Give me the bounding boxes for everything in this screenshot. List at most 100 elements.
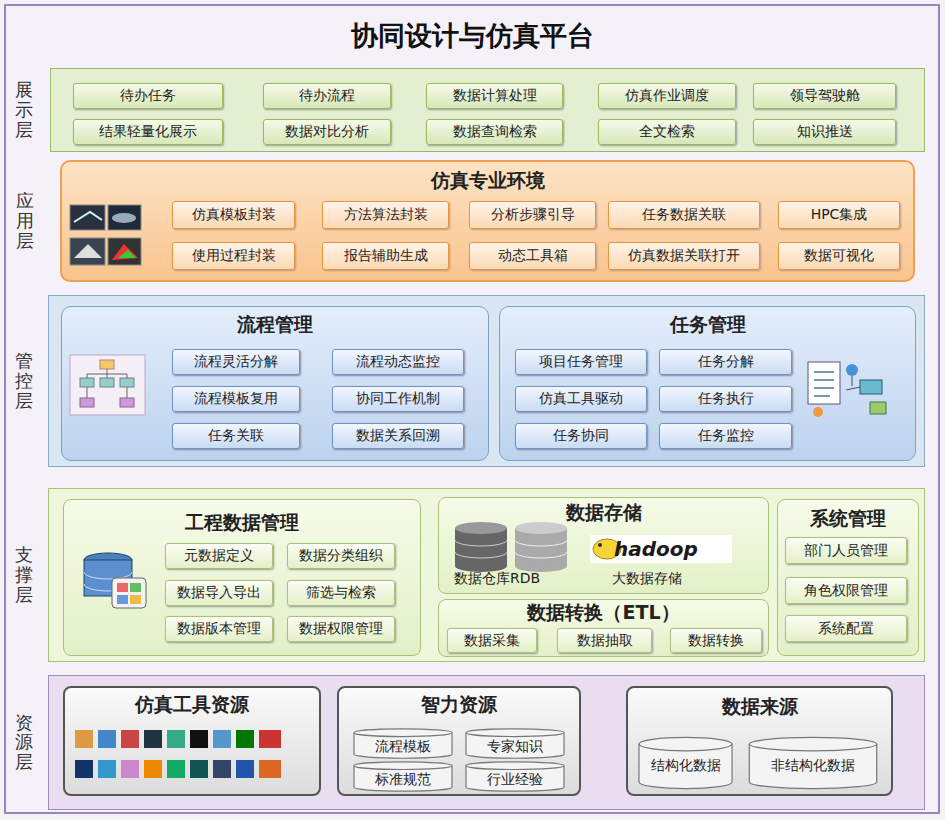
box-text: 数据权限管理 <box>299 620 383 638</box>
dataset-label: 大数据存储 <box>612 570 682 588</box>
function-box: 仿真工具驱动 <box>515 386 647 412</box>
box-text: 任务监控 <box>698 427 754 445</box>
box-text: 流程模板复用 <box>194 390 278 408</box>
function-box: 全文检索 <box>598 119 736 145</box>
function-box: 待办任务 <box>73 83 223 109</box>
function-box: 数据导入导出 <box>165 580 273 606</box>
function-box: 任务分解 <box>659 349 792 375</box>
diagram-title: 协同设计与仿真平台 <box>0 18 945 54</box>
function-box: 数据抽取 <box>557 628 652 653</box>
box-text: 结构化数据 <box>651 757 721 775</box>
function-box: HPC集成 <box>778 201 900 229</box>
box-text: 数据分类组织 <box>299 547 383 565</box>
module-heading: 工程数据管理 <box>64 510 420 536</box>
module-heading: 数据来源 <box>628 694 891 720</box>
function-box: 数据权限管理 <box>287 616 395 642</box>
box-text: 协同工作机制 <box>356 390 440 408</box>
function-box: 数据可视化 <box>778 242 900 270</box>
box-text: 任务关联 <box>208 427 264 445</box>
module-panel: 数据转换（ETL）数据采集 数据抽取 数据转换 <box>438 599 769 657</box>
layer-label: 资源层 <box>15 713 33 772</box>
cylinder-node: 标准规范 <box>353 761 453 792</box>
cylinder-node: 行业经验 <box>465 761 565 792</box>
hadoop-logo <box>590 535 732 563</box>
function-box: 数据关系回溯 <box>332 423 464 449</box>
box-text: 仿真模板封装 <box>192 206 276 224</box>
module-heading: 智力资源 <box>339 692 579 718</box>
box-text: 角色权限管理 <box>804 582 888 600</box>
function-box: 流程灵活分解 <box>172 349 300 375</box>
box-text: 知识推送 <box>797 123 853 141</box>
function-box: 使用过程封装 <box>172 242 295 270</box>
box-text: 筛选与检索 <box>306 584 376 602</box>
function-box: 知识推送 <box>753 119 896 145</box>
box-text: 数据查询检索 <box>453 123 537 141</box>
function-box: 元数据定义 <box>165 543 273 569</box>
module-panel: 系统管理部门人员管理角色权限管理系统配置 <box>777 499 919 656</box>
box-text: 行业经验 <box>487 771 543 789</box>
layer-label: 管控层 <box>15 351 33 410</box>
cylinder-node: 结构化数据 <box>638 736 733 790</box>
box-text: 流程模板 <box>375 738 431 756</box>
function-box: 数据分类组织 <box>287 543 395 569</box>
rdb-cylinders <box>455 522 567 572</box>
box-text: 数据转换 <box>688 632 744 650</box>
box-text: 全文检索 <box>639 123 695 141</box>
box-text: 仿真数据关联打开 <box>628 247 740 265</box>
layer-label: 应用层 <box>16 191 34 250</box>
box-text: 仿真工具驱动 <box>539 390 623 408</box>
box-text: 任务执行 <box>698 390 754 408</box>
function-box: 报告辅助生成 <box>322 242 449 270</box>
box-text: 数据可视化 <box>804 247 874 265</box>
cylinder-node: 非结构化数据 <box>748 736 878 790</box>
task-icon <box>808 362 886 417</box>
box-text: 任务协同 <box>553 427 609 445</box>
module-heading: 仿真专业环境 <box>62 168 913 194</box>
module-heading: 流程管理 <box>62 312 488 338</box>
cylinder-node: 流程模板 <box>353 728 453 759</box>
function-box: 数据计算处理 <box>426 83 563 109</box>
function-box: 筛选与检索 <box>287 580 395 606</box>
function-box: 任务执行 <box>659 386 792 412</box>
box-text: 动态工具箱 <box>498 247 568 265</box>
function-box: 数据转换 <box>670 628 762 653</box>
function-box: 仿真作业调度 <box>598 83 736 109</box>
box-text: 报告辅助生成 <box>344 247 428 265</box>
box-text: 仿真作业调度 <box>625 87 709 105</box>
box-text: 流程灵活分解 <box>194 353 278 371</box>
module-panel: 智力资源流程模板专家知识标准规范行业经验 <box>337 686 581 796</box>
function-box: 数据采集 <box>447 628 537 653</box>
function-box: 角色权限管理 <box>785 577 907 604</box>
function-box: 方法算法封装 <box>322 201 449 229</box>
module-panel: 数据来源结构化数据 非结构化数据 <box>626 686 893 796</box>
function-box: 数据版本管理 <box>165 616 273 642</box>
module-heading: 数据转换（ETL） <box>439 600 768 626</box>
layer-label: 支撑层 <box>15 545 33 604</box>
box-text: 分析步骤引导 <box>491 206 575 224</box>
function-box: 协同工作机制 <box>332 386 464 412</box>
box-text: 方法算法封装 <box>344 206 428 224</box>
function-box: 领导驾驶舱 <box>753 83 896 109</box>
box-text: 流程动态监控 <box>356 353 440 371</box>
box-text: HPC集成 <box>811 206 868 224</box>
box-text: 标准规范 <box>375 771 431 789</box>
box-text: 任务数据关联 <box>642 206 726 224</box>
box-text: 项目任务管理 <box>539 353 623 371</box>
function-box: 数据对比分析 <box>263 119 391 145</box>
box-text: 数据抽取 <box>577 632 633 650</box>
box-text: 待办流程 <box>299 87 355 105</box>
function-box: 数据查询检索 <box>426 119 563 145</box>
function-box: 任务数据关联 <box>608 201 760 229</box>
function-box: 任务协同 <box>515 423 647 449</box>
box-text: 数据版本管理 <box>177 620 261 638</box>
layer-label: 展示层 <box>15 80 33 139</box>
function-box: 项目任务管理 <box>515 349 647 375</box>
box-text: 数据导入导出 <box>177 584 261 602</box>
function-box: 动态工具箱 <box>469 242 596 270</box>
box-text: 结果轻量化展示 <box>99 123 197 141</box>
dataset-label: 数据仓库RDB <box>454 570 540 588</box>
function-box: 流程动态监控 <box>332 349 464 375</box>
function-box: 系统配置 <box>785 615 907 642</box>
app-thumbnails <box>70 205 141 265</box>
module-heading: 仿真工具资源 <box>65 692 319 718</box>
